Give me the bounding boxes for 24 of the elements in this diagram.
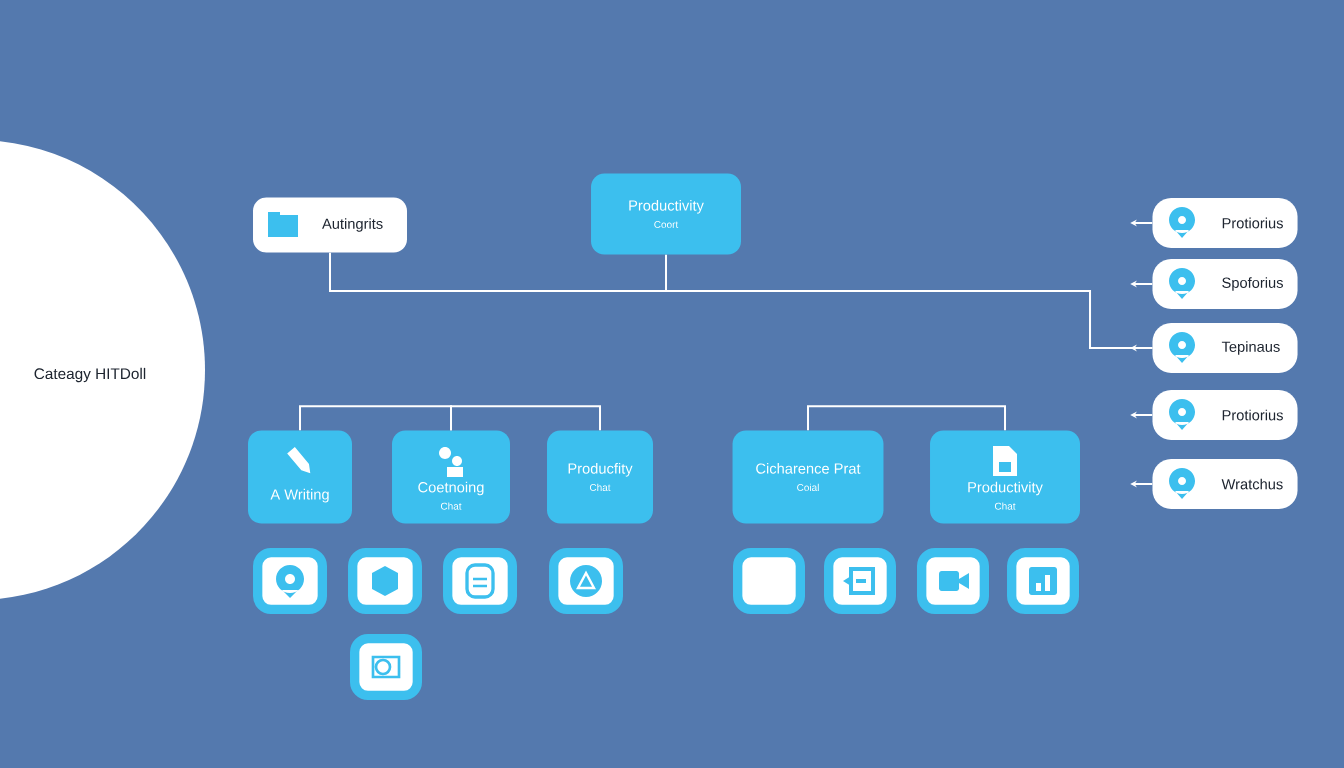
connector-line xyxy=(450,405,601,432)
icon-tile xyxy=(733,548,805,614)
label-pill: Tepinaus xyxy=(1152,323,1298,373)
icon-tile xyxy=(253,548,327,614)
label-pill: Spoforius xyxy=(1152,259,1298,309)
category-box: Productivity Coort xyxy=(591,173,741,255)
connector-line xyxy=(299,405,452,432)
category-box: Coetnoing Chat xyxy=(392,430,510,524)
label-pill: Protiorius xyxy=(1152,198,1298,248)
icon-tile xyxy=(348,548,422,614)
icon-tile xyxy=(549,548,623,614)
folder-box: Autingrits xyxy=(253,197,407,253)
icon-tile xyxy=(824,548,896,614)
icon-tile xyxy=(1007,548,1079,614)
label-pill: Protiorius xyxy=(1152,390,1298,440)
label-pill: Wratchus xyxy=(1152,459,1298,509)
category-box: Cicharence Prat Coial xyxy=(732,430,884,524)
category-box: Productivity Chat xyxy=(930,430,1080,524)
category-box: Producfity Chat xyxy=(547,430,653,524)
category-box: A Writing xyxy=(248,430,352,524)
icon-tile xyxy=(350,634,422,700)
icon-tile xyxy=(917,548,989,614)
connector-line xyxy=(807,405,1006,432)
icon-tile xyxy=(443,548,517,614)
